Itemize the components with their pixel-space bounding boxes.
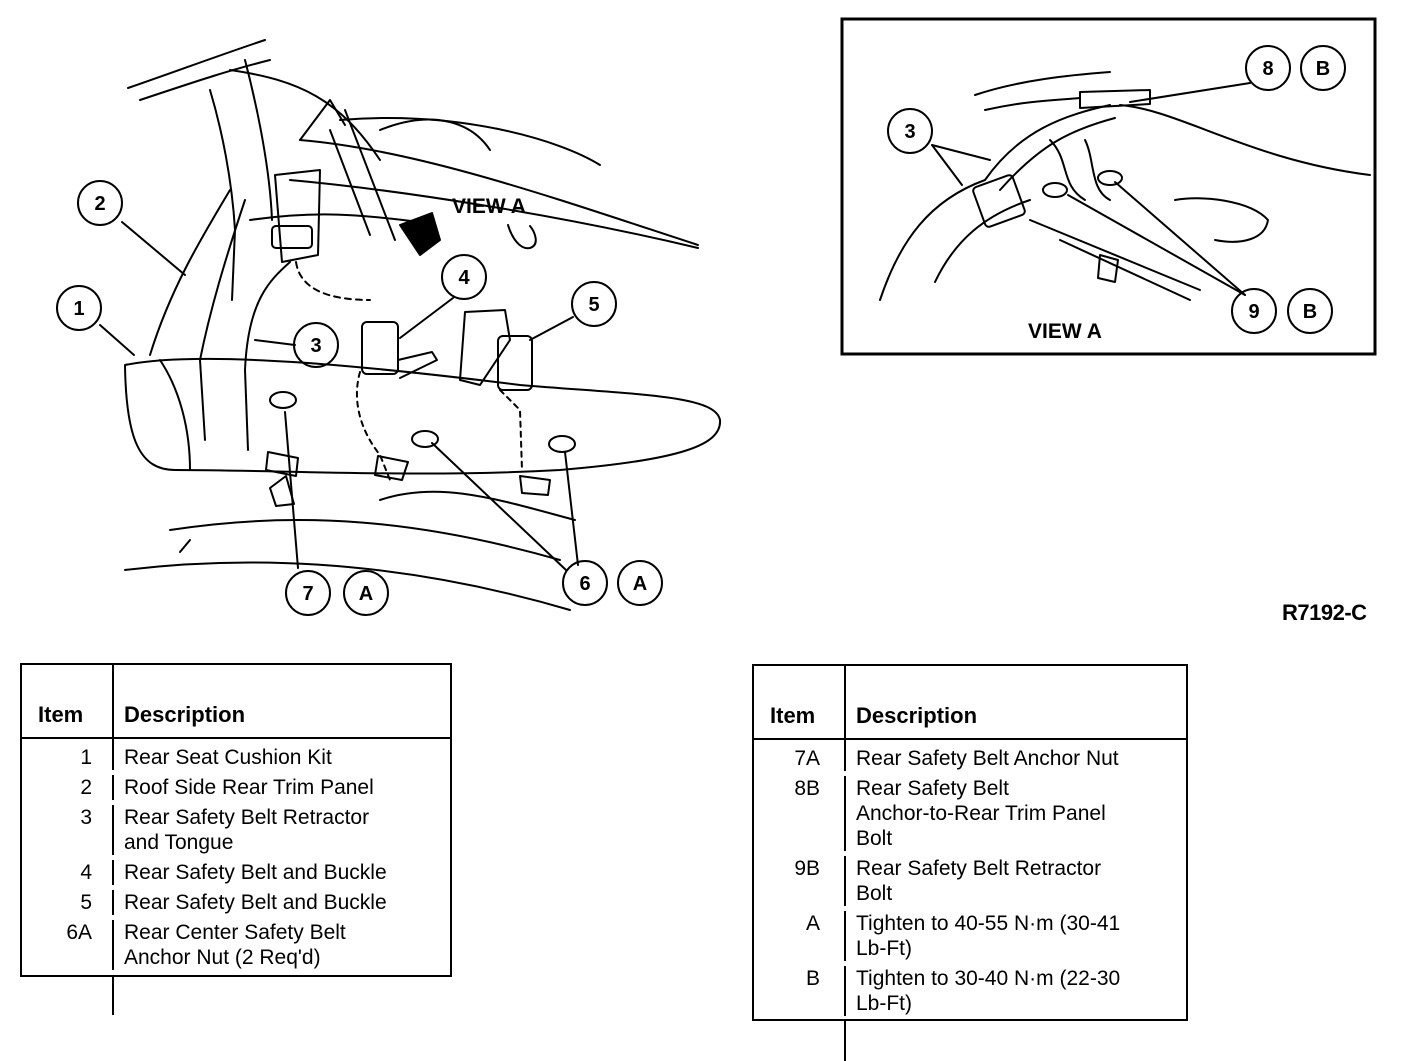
legend-description-line: Rear Center Safety Belt [124, 921, 346, 944]
callout-6: 6 [579, 573, 590, 595]
legend-item-description: Rear Safety Belt and Buckle [114, 860, 448, 885]
legend-row: 5 Rear Safety Belt and Buckle [22, 890, 450, 920]
legend-item-code: 5 [22, 890, 114, 915]
legend-row: 2 Roof Side Rear Trim Panel [22, 775, 450, 805]
legend-table-left: Item Description 1 Rear Seat Cushion Kit 2… [20, 663, 452, 1015]
legend-item-code: 6A [22, 920, 114, 970]
legend-description-line: Rear Safety Belt and Buckle [124, 861, 387, 884]
legend-row: 7A Rear Safety Belt Anchor Nut [754, 746, 1186, 776]
legend-description-line: Rear Safety Belt Retractor [856, 857, 1102, 880]
legend-row: 1 Rear Seat Cushion Kit [22, 745, 450, 775]
legend-row: 4 Rear Safety Belt and Buckle [22, 860, 450, 890]
callout-1: 1 [73, 298, 84, 320]
callout-8-torque: B [1316, 58, 1330, 80]
inset-view-a-label: VIEW A [1028, 320, 1102, 343]
legend-header-item: Item [754, 666, 846, 738]
callout-3: 3 [310, 335, 321, 357]
callout-2: 2 [94, 193, 105, 215]
legend-header-description: Description [124, 702, 246, 727]
callout-8: 8 [1262, 58, 1273, 80]
callout-4: 4 [458, 267, 470, 289]
legend-table-right: Item Description 7A Rear Safety Belt Anch… [752, 664, 1188, 1061]
callout-6-torque: A [633, 573, 647, 595]
legend-item-code: 4 [22, 860, 114, 885]
legend-rows: 1 Rear Seat Cushion Kit 2 Roof Side Rear Tr… [22, 739, 450, 1015]
legend-item-code: 9B [754, 856, 846, 906]
legend-description-line: Lb-Ft) [856, 992, 913, 1015]
legend-description-line: Rear Safety Belt Anchor Nut [856, 747, 1119, 770]
legend-description-line: Rear Safety Belt and Buckle [124, 891, 387, 914]
legend-description-line: Anchor-to-Rear Trim Panel [856, 802, 1106, 825]
legend-item-description: Rear Seat Cushion Kit [114, 745, 448, 770]
legend-description-line: Lb-Ft) [856, 937, 913, 960]
legend-description-line: Rear Seat Cushion Kit [124, 746, 332, 769]
legend-description-line: Rear Safety Belt [856, 777, 1009, 800]
inset-callout-3: 3 [904, 121, 915, 143]
callout-7: 7 [302, 583, 313, 605]
legend-item-code: 1 [22, 745, 114, 770]
legend-description-line: Tighten to 30-40 N·m (22-30 [856, 967, 1121, 990]
legend-description-line: and Tongue [124, 831, 234, 854]
view-a-label: VIEW A [452, 195, 526, 218]
legend-item-code: A [754, 911, 846, 961]
legend-item-code: 3 [22, 805, 114, 855]
legend-item-code: 8B [754, 776, 846, 851]
legend-description-line: Bolt [856, 827, 893, 850]
legend-item-code: 2 [22, 775, 114, 800]
legend-description-line: Rear Safety Belt Retractor [124, 806, 370, 829]
legend-item-code: 7A [754, 746, 846, 771]
legend-description-line: Bolt [856, 882, 893, 905]
legend-header: Item Description [22, 665, 450, 739]
legend-item-code: B [754, 966, 846, 1016]
legend-item-description: Roof Side Rear Trim Panel [114, 775, 448, 800]
legend-header-description: Description [856, 703, 978, 728]
legend-header-item: Item [22, 665, 114, 737]
legend-header: Item Description [754, 666, 1186, 740]
figure-code: R7192-C [1282, 600, 1367, 625]
callout-5: 5 [588, 294, 599, 316]
legend-item-description: Rear Safety Belt Anchor Nut [846, 746, 1184, 771]
legend-description-line: Anchor Nut (2 Req'd) [124, 946, 321, 969]
callout-9: 9 [1248, 301, 1259, 323]
legend-item-description: Rear Safety Belt and Buckle [114, 890, 448, 915]
callout-7-torque: A [359, 583, 373, 605]
callout-9-torque: B [1303, 301, 1317, 323]
inset-frame [840, 17, 1377, 356]
legend-description-line: Tighten to 40-55 N·m (30-41 [856, 912, 1121, 935]
legend-description-line: Roof Side Rear Trim Panel [124, 776, 374, 799]
seat-belt-illustration: 2 1 3 4 5 6 A 7 A VIEW A [56, 17, 1377, 616]
